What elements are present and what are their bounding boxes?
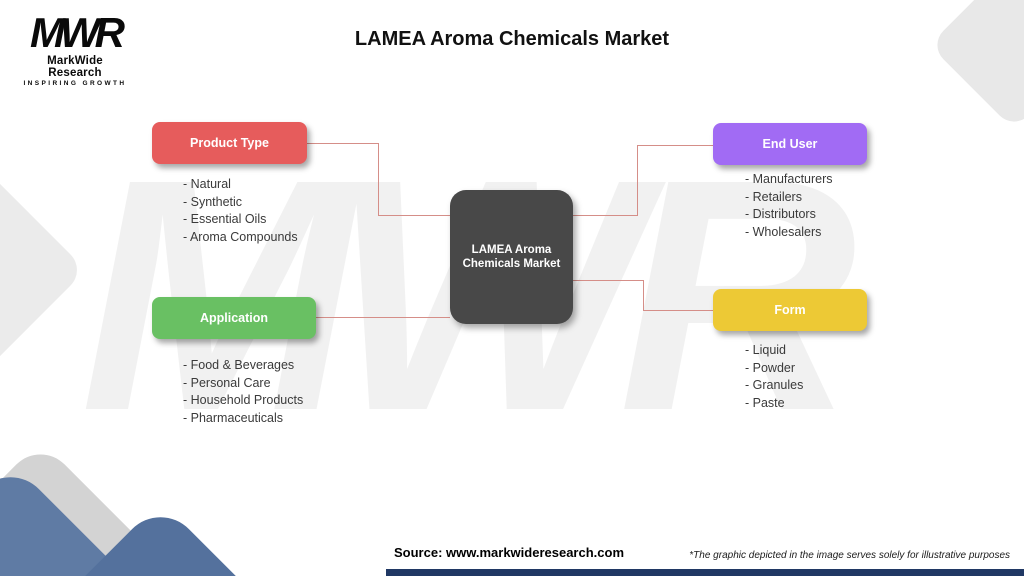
- list-item: - Aroma Compounds: [183, 229, 298, 244]
- list-item: - Retailers: [745, 189, 802, 204]
- list-item: - Distributors: [745, 207, 816, 221]
- list-item: - Natural: [183, 177, 231, 191]
- segment-list-form: - Liquid - Powder - Granules - Paste: [745, 342, 803, 412]
- center-node-label-line1: LAMEA Aroma: [471, 244, 552, 256]
- source-text: Source: www.markwideresearch.com: [394, 545, 625, 560]
- connector-line-end-user: [637, 145, 713, 146]
- segment-list-application: - Food & Beverages - Personal Care - Hou…: [183, 357, 303, 427]
- list-item: - Manufacturers: [745, 172, 833, 186]
- list-item: - Food & Beverages: [183, 358, 295, 372]
- disclaimer-text: *The graphic depicted in the image serve…: [689, 550, 1010, 561]
- list-item: - Pharmaceuticals: [183, 410, 284, 425]
- list-item: - Granules: [745, 378, 804, 392]
- logo-tagline: Inspiring Growth: [23, 80, 127, 87]
- decorative-shape-top-right: [929, 0, 1024, 130]
- logo-company-name: MarkWide Research: [47, 55, 103, 79]
- logo-brand-text: MWR: [30, 9, 125, 56]
- segment-list-product-type: - Natural - Synthetic - Essential Oils -…: [183, 176, 298, 246]
- segment-box-application: Application: [152, 297, 316, 339]
- logo: MWR MarkWide Research Inspiring Growth: [20, 9, 130, 88]
- center-node-label-line2: Chemicals Market: [462, 258, 561, 270]
- list-item: - Powder: [745, 360, 796, 375]
- connector-line-product-type: [378, 215, 450, 216]
- connector-line-end-user: [573, 215, 637, 216]
- list-item: - Personal Care: [183, 375, 271, 390]
- connector-line-form: [573, 280, 643, 281]
- connector-line-form: [643, 280, 644, 311]
- connector-line-application: [316, 317, 450, 318]
- connector-line-product-type: [307, 143, 378, 144]
- segment-box-form: Form: [713, 289, 867, 331]
- bottom-bar: [386, 569, 1024, 576]
- decorative-shape-left: [0, 163, 87, 377]
- list-item: - Essential Oils: [183, 212, 267, 226]
- list-item: - Synthetic: [183, 194, 243, 209]
- connector-line-form: [643, 310, 713, 311]
- segment-box-end-user: End User: [713, 123, 867, 165]
- list-item: - Paste: [745, 395, 785, 410]
- connector-line-end-user: [637, 145, 638, 216]
- list-item: - Household Products: [183, 393, 304, 407]
- list-item: - Wholesalers: [745, 224, 822, 239]
- segment-box-product-type: Product Type: [152, 122, 307, 164]
- segment-list-end-user: - Manufacturers - Retailers - Distributo…: [745, 171, 833, 241]
- connector-line-product-type: [378, 143, 379, 216]
- page-title: LAMEA Aroma Chemicals Market: [354, 28, 670, 50]
- center-node: LAMEA Aroma Chemicals Market: [450, 190, 573, 324]
- list-item: - Liquid: [745, 343, 786, 357]
